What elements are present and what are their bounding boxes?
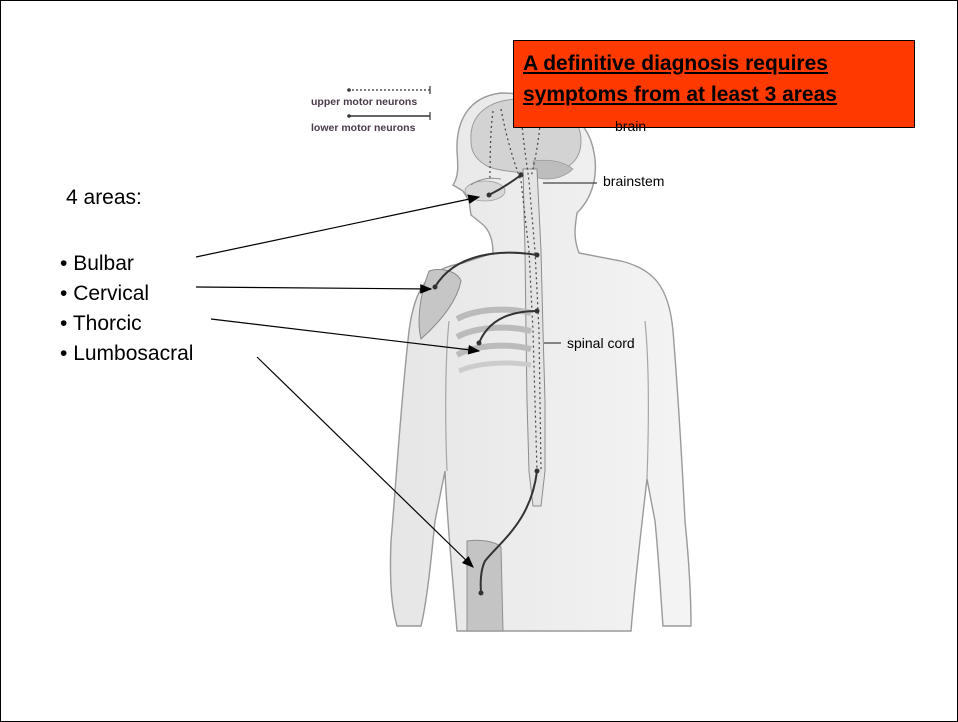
area-label: Thorcic — [73, 312, 142, 335]
area-item-cervical: • Cervical — [60, 279, 193, 309]
area-item-lumbosacral: • Lumbosacral — [60, 339, 193, 369]
callout-line-1: A definitive diagnosis requires — [523, 48, 914, 79]
spinal-cord-label: spinal cord — [567, 335, 635, 351]
area-item-bulbar: • Bulbar — [60, 249, 193, 279]
solid-line-icon — [346, 111, 436, 121]
callout-line-2: symptoms from at least 3 areas — [523, 79, 914, 110]
areas-title: 4 areas: — [66, 186, 142, 210]
area-label: Bulbar — [73, 252, 134, 275]
bulbar-arrow — [196, 197, 479, 257]
leg-muscle — [467, 540, 503, 631]
brain-label: brain — [615, 118, 646, 134]
legend-lower-label: lower motor neurons — [311, 122, 415, 134]
legend-upper-label: upper motor neurons — [311, 96, 417, 108]
dotted-line-icon — [346, 85, 436, 95]
cervical-arrow — [196, 287, 431, 289]
diagnosis-callout: A definitive diagnosis requires symptoms… — [513, 40, 915, 128]
neuron-legend: upper motor neurons lower motor neurons — [306, 85, 446, 137]
brainstem-label: brainstem — [603, 173, 664, 189]
area-label: Cervical — [73, 282, 149, 305]
areas-list: • Bulbar • Cervical • Thorcic • Lumbosac… — [60, 249, 193, 369]
area-label: Lumbosacral — [73, 342, 193, 365]
area-item-thorcic: • Thorcic — [60, 309, 193, 339]
